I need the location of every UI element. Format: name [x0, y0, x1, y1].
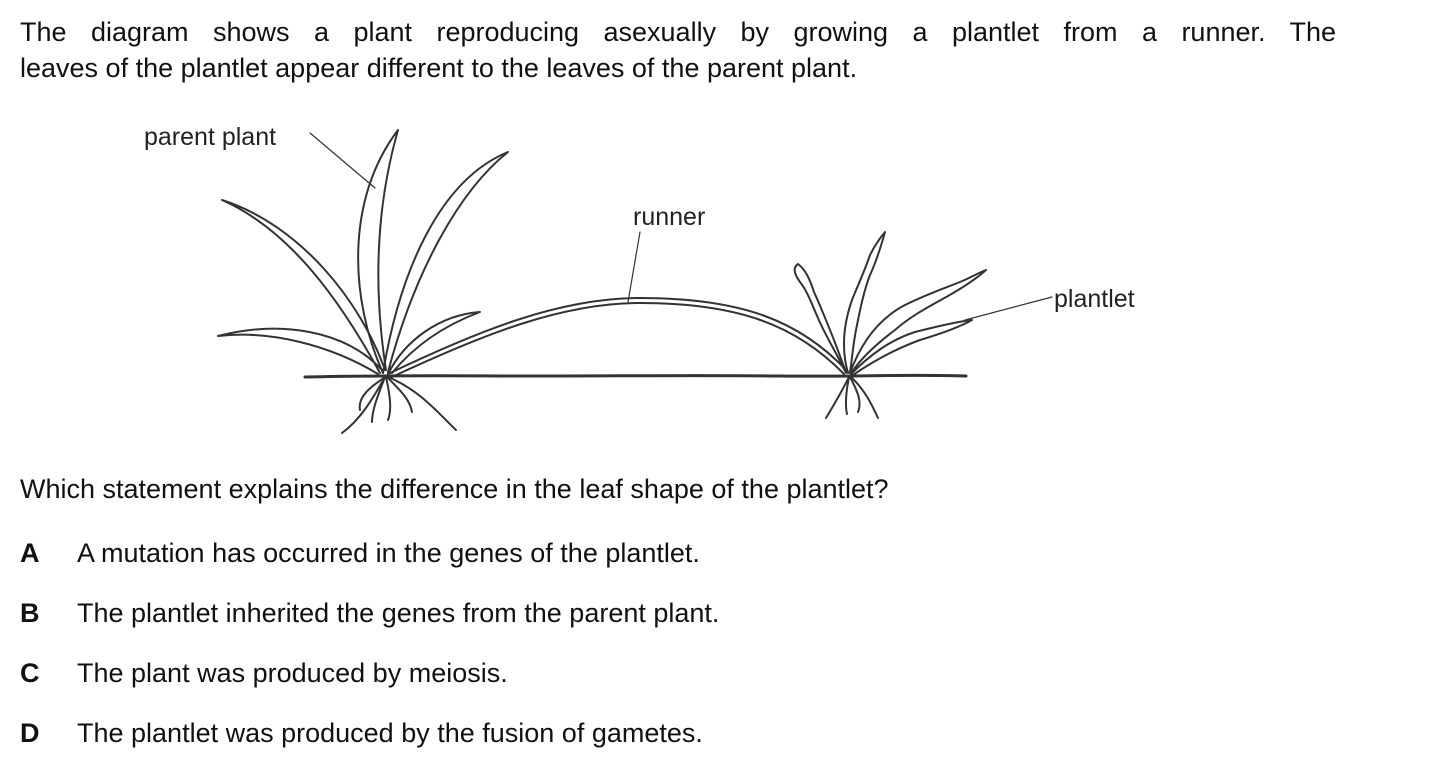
label-plantlet: plantlet: [1054, 285, 1135, 313]
option-letter: C: [20, 658, 40, 688]
label-leader-lines: [309, 132, 1053, 321]
plantlet-roots: [825, 376, 879, 419]
option-a[interactable]: A A mutation has occurred in the genes o…: [20, 536, 719, 596]
question-text: Which statement explains the difference …: [20, 474, 889, 504]
option-letter: B: [20, 598, 40, 628]
answer-options: A A mutation has occurred in the genes o…: [20, 536, 719, 776]
plantlet-leaves: [793, 231, 987, 376]
stem-line-2: leaves of the plantlet appear different …: [20, 53, 858, 83]
option-d[interactable]: D The plantlet was produced by the fusio…: [20, 716, 719, 776]
plantlet-leader: [964, 296, 1053, 321]
option-b[interactable]: B The plantlet inherited the genes from …: [20, 596, 719, 656]
runner-stem: [387, 297, 849, 378]
parent-roots: [341, 376, 457, 434]
parent-plant-leader: [309, 132, 376, 189]
option-text: The plant was produced by meiosis.: [77, 658, 508, 688]
runner-leader: [627, 231, 641, 303]
option-text: The plantlet inherited the genes from th…: [77, 598, 720, 628]
ground-line: [303, 373, 968, 379]
option-letter: A: [20, 538, 40, 568]
stem-line-1: The diagram shows a plant reproducing as…: [20, 17, 1336, 47]
parent-plant-leaves: [217, 129, 509, 375]
option-text: The plantlet was produced by the fusion …: [77, 718, 703, 748]
option-text: A mutation has occurred in the genes of …: [77, 538, 700, 568]
label-runner: runner: [633, 203, 705, 231]
option-letter: D: [20, 718, 40, 748]
question-stem: The diagram shows a plant reproducing as…: [20, 14, 1336, 86]
option-c[interactable]: C The plant was produced by meiosis.: [20, 656, 719, 716]
label-parent-plant: parent plant: [144, 123, 276, 151]
